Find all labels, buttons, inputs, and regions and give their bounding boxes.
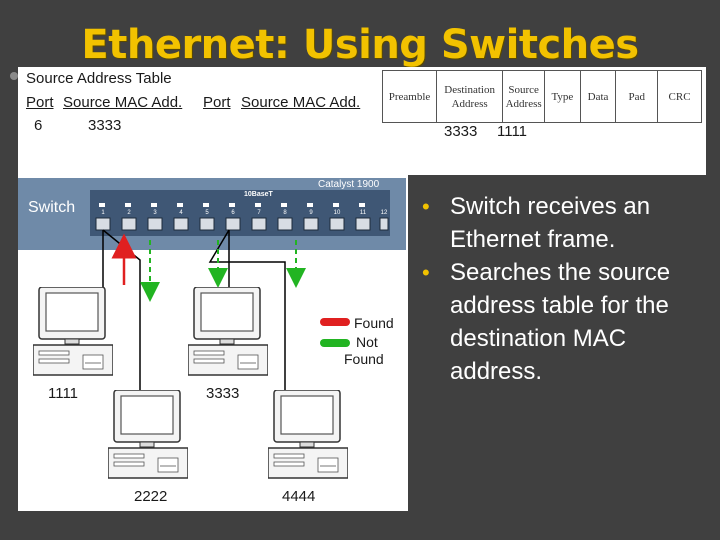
switch-port-number: 11 bbox=[360, 210, 367, 216]
switch-port-number: 7 bbox=[257, 210, 261, 216]
computer-icon bbox=[108, 390, 188, 479]
switch-device: 1 2 3 4 5 6 7 8 9 10 11 12 10BaseT Catal… bbox=[18, 178, 406, 250]
computer-icon bbox=[188, 287, 268, 376]
address-table-heading: Source Address Table bbox=[26, 70, 172, 87]
legend-found-label: Found bbox=[354, 315, 394, 331]
table-row-port: 6 bbox=[34, 117, 43, 134]
table-col-port-2: Port bbox=[203, 94, 231, 111]
legend: Found Not Found bbox=[320, 315, 394, 367]
table-row-mac: 3333 bbox=[88, 117, 122, 134]
switch-port-number: 12 bbox=[381, 210, 388, 216]
frame-field-crc: CRC bbox=[657, 70, 702, 123]
switch-port-number: 10 bbox=[334, 210, 341, 216]
host-label-3333: 3333 bbox=[206, 385, 239, 402]
frame-field-type: Type bbox=[544, 70, 581, 123]
switch-port-number: 6 bbox=[231, 210, 235, 216]
legend-not-found-label: Found bbox=[344, 351, 384, 367]
switch-port-number: 2 bbox=[127, 210, 131, 216]
switch-port-number: 8 bbox=[283, 210, 287, 216]
bullet-dot-icon: • bbox=[422, 260, 430, 285]
bullet-item: • Switch receives an Ethernet frame. bbox=[418, 190, 713, 256]
host-label-4444: 4444 bbox=[282, 488, 315, 505]
frame-field-preamble: Preamble bbox=[381, 70, 438, 123]
bullet-dot-icon: • bbox=[422, 194, 430, 219]
title-bullet-marker bbox=[10, 72, 18, 80]
frame-field-destination: Destination Address bbox=[436, 70, 504, 123]
ethernet-frame-diagram: Preamble Destination Address Source Addr… bbox=[381, 70, 702, 123]
frame-field-source: Source Address bbox=[502, 70, 546, 123]
frame-source-value: 1111 bbox=[497, 123, 528, 140]
host-label-2222: 2222 bbox=[134, 488, 167, 505]
switch-port-number: 3 bbox=[153, 210, 157, 216]
legend-found-swatch bbox=[320, 318, 350, 326]
bullet-item: • Searches the source address table for t… bbox=[418, 256, 713, 388]
host-label-1111: 1111 bbox=[48, 385, 78, 402]
frame-destination-value: 3333 bbox=[444, 123, 478, 140]
bullet-text: Switch receives an Ethernet frame. bbox=[450, 193, 651, 253]
table-col-mac-1: Source MAC Add. bbox=[63, 94, 183, 111]
computer-icon bbox=[33, 287, 113, 376]
table-col-mac-2: Source MAC Add. bbox=[241, 94, 361, 111]
bullet-list: • Switch receives an Ethernet frame. • Sea… bbox=[418, 190, 713, 388]
switch-ports bbox=[95, 203, 389, 231]
legend-not-found-swatch bbox=[320, 339, 350, 347]
frame-field-data: Data bbox=[579, 70, 617, 123]
switch-port-number: 5 bbox=[205, 210, 209, 216]
table-col-port-1: Port bbox=[26, 94, 54, 111]
slide-title: Ethernet: Using Switches bbox=[81, 22, 639, 68]
switch-port-number: 1 bbox=[101, 210, 105, 216]
computer-icon bbox=[268, 390, 348, 479]
switch-port-number: 9 bbox=[309, 210, 313, 216]
legend-not-found-label: Not bbox=[356, 334, 378, 350]
switch-brand: 10BaseT bbox=[244, 191, 274, 198]
bullet-text: Searches the source address table for th… bbox=[450, 259, 671, 385]
switch-port-number: 4 bbox=[179, 210, 183, 216]
switch-model: Catalyst 1900 bbox=[318, 179, 380, 190]
switch-label: Switch bbox=[28, 199, 75, 216]
